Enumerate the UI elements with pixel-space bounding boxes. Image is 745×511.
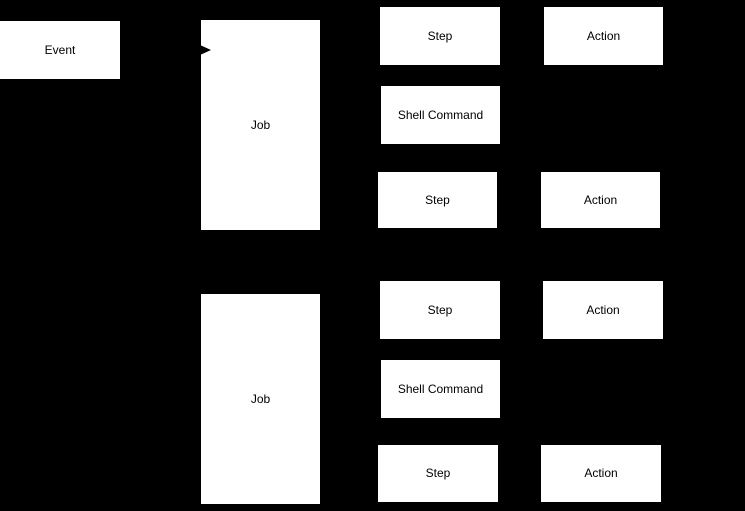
node-action-4[interactable]: Action	[541, 445, 661, 502]
node-action-4-label: Action	[584, 466, 618, 481]
node-action-2[interactable]: Action	[541, 172, 660, 228]
node-shell-command-1[interactable]: Shell Command	[381, 86, 500, 144]
node-step-1-label: Step	[427, 28, 453, 43]
node-step-4-label: Step	[425, 466, 451, 481]
node-step-3-label: Step	[427, 302, 453, 317]
node-step-2-label: Step	[425, 192, 450, 207]
node-step-3[interactable]: Step	[380, 281, 500, 339]
node-action-3-label: Action	[586, 302, 620, 317]
node-action-1-label: Action	[586, 28, 621, 43]
node-step-2[interactable]: Step	[378, 172, 497, 228]
node-event[interactable]: Event	[0, 21, 120, 79]
node-shell-command-1-label: Shell Command	[397, 107, 484, 122]
node-job-1-label: Job	[250, 117, 271, 132]
connector-arrowhead-icon	[200, 45, 211, 55]
node-step-1[interactable]: Step	[380, 7, 500, 65]
node-job-2[interactable]: Job	[201, 294, 320, 504]
node-action-1[interactable]: Action	[544, 7, 663, 65]
node-shell-command-2[interactable]: Shell Command	[381, 360, 500, 418]
node-step-4[interactable]: Step	[378, 445, 498, 502]
node-action-2-label: Action	[583, 192, 618, 207]
node-shell-command-2-label: Shell Command	[397, 381, 484, 396]
node-job-1[interactable]: Job	[201, 20, 320, 230]
node-event-label: Event	[44, 42, 76, 57]
node-action-3[interactable]: Action	[543, 281, 663, 339]
node-job-2-label: Job	[250, 391, 271, 406]
